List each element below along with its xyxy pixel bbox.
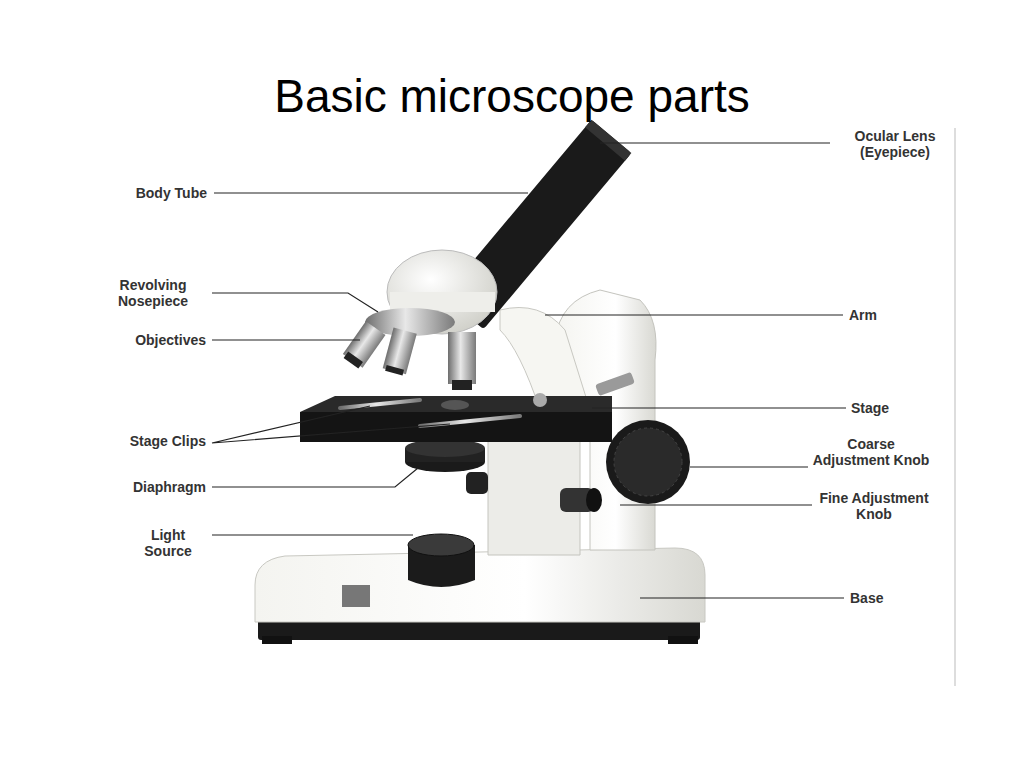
- part-label: Ocular Lens (Eyepiece): [834, 128, 956, 160]
- part-label: Coarse Adjustment Knob: [812, 436, 930, 468]
- part-label: Stage: [851, 400, 941, 416]
- part-label: Arm: [849, 307, 929, 323]
- part-label: Base: [850, 590, 930, 606]
- part-label: Diaphragm: [85, 479, 206, 495]
- part-label: Light Source: [132, 527, 204, 559]
- part-label: Fine Adjustment Knob: [816, 490, 932, 522]
- part-label: Body Tube: [95, 185, 207, 201]
- part-label: Stage Clips: [85, 433, 206, 449]
- part-label: Revolving Nosepiece: [100, 277, 206, 309]
- part-label: Objectives: [90, 332, 206, 348]
- slide-title: Basic microscope parts: [0, 68, 1024, 124]
